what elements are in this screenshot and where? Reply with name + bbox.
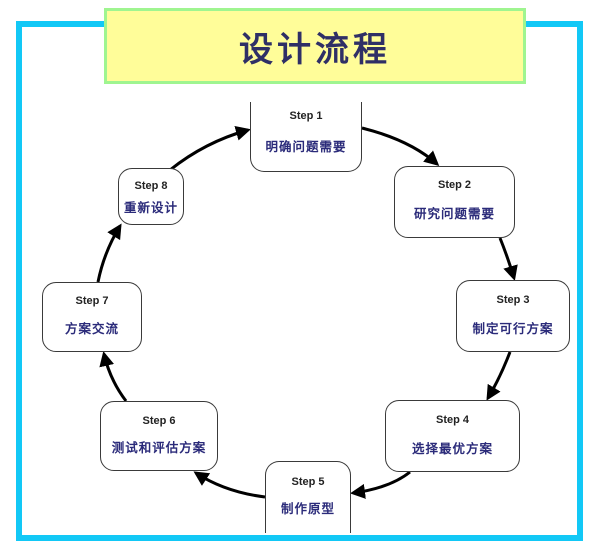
diagram-title: 设计流程	[239, 29, 391, 70]
step-box-3: Step 3 制定可行方案	[456, 280, 570, 352]
arrow-step8-to-step1	[169, 126, 251, 172]
arrow-step6-to-step7	[99, 351, 128, 402]
step-number: Step 8	[134, 180, 168, 192]
step-box-7: Step 7 方案交流	[42, 282, 142, 352]
arrow-step1-to-step2	[361, 126, 440, 166]
step-label: 制定可行方案	[472, 321, 554, 336]
arrow-step3-to-step4	[486, 351, 512, 401]
step-label: 明确问题需要	[265, 139, 347, 154]
step-box-6: Step 6 测试和评估方案	[100, 401, 218, 471]
step-label: 测试和评估方案	[111, 440, 207, 455]
title-banner: 设计流程	[104, 8, 526, 84]
step-label: 研究问题需要	[413, 206, 495, 221]
arrow-step2-to-step3	[498, 237, 518, 281]
arrow-step7-to-step8	[96, 223, 122, 283]
step-label: 方案交流	[64, 321, 119, 336]
arrow-step5-to-step6	[193, 471, 266, 499]
step-number: Step 2	[437, 179, 471, 191]
step-box-5: Step 5 制作原型	[265, 461, 351, 533]
step-label: 制作原型	[280, 501, 335, 516]
step-number: Step 4	[435, 414, 469, 426]
step-number: Step 5	[291, 476, 325, 488]
step-number: Step 7	[75, 295, 109, 307]
step-number: Step 1	[289, 110, 323, 122]
step-label: 重新设计	[123, 200, 178, 215]
step-number: Step 6	[142, 415, 176, 427]
step-box-4: Step 4 选择最优方案	[385, 400, 520, 472]
step-box-2: Step 2 研究问题需要	[394, 166, 515, 238]
step-label: 选择最优方案	[411, 441, 493, 456]
step-box-1: Step 1 明确问题需要	[250, 102, 362, 172]
step-number: Step 3	[496, 294, 530, 306]
step-box-8: Step 8 重新设计	[118, 168, 184, 225]
arrow-step4-to-step5	[350, 470, 411, 499]
